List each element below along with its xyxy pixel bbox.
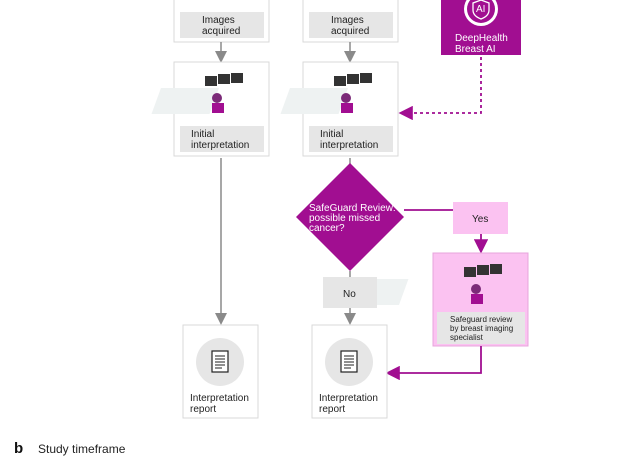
no-box: No	[323, 277, 377, 308]
ai-dotted-arrow	[398, 57, 482, 121]
no-label: No	[343, 289, 356, 300]
left-initial-interpretation-card: Initial interpretation	[151, 61, 270, 157]
left-images-acquired-label: Images acquired	[202, 15, 240, 37]
shield-icon	[472, 0, 490, 20]
yes-label: Yes	[472, 214, 488, 225]
right-initial-interpretation-card: Initial interpretation	[280, 61, 399, 157]
right-images-acquired-label: Images acquired	[331, 15, 369, 37]
section-letter: b	[14, 440, 24, 457]
safeguard-decision-diamond: SafeGuard Review: possible missed cancer…	[296, 163, 404, 271]
decision-label: SafeGuard Review: possible missed cancer…	[309, 203, 399, 234]
document-icon	[340, 350, 358, 373]
yes-box: Yes	[453, 202, 508, 234]
left-interpretation-report-card: Interpretation report	[182, 324, 259, 419]
right-images-acquired-card: Images acquired	[302, 0, 399, 43]
ai-box-label: DeepHealth Breast AI	[455, 33, 511, 55]
deephealth-ai-box: AI DeepHealth Breast AI	[441, 0, 521, 55]
safeguard-review-label: Safeguard review by breast imaging speci…	[450, 315, 515, 342]
left-initial-interpretation-label: Initial interpretation	[191, 129, 249, 151]
document-icon	[211, 350, 229, 373]
left-interpretation-report-label: Interpretation report	[190, 393, 252, 415]
arrow-safeguard-to-report	[385, 346, 482, 381]
section-title: Study timeframe	[38, 442, 126, 456]
left-images-acquired-card: Images acquired	[173, 0, 270, 43]
ai-icon-text: AI	[476, 4, 485, 15]
right-initial-interpretation-label: Initial interpretation	[320, 129, 378, 151]
workstation-icon	[280, 73, 372, 114]
workstation-icon	[151, 73, 243, 114]
right-interpretation-report-label: Interpretation report	[319, 393, 381, 415]
right-interpretation-report-card: Interpretation report	[311, 324, 388, 419]
